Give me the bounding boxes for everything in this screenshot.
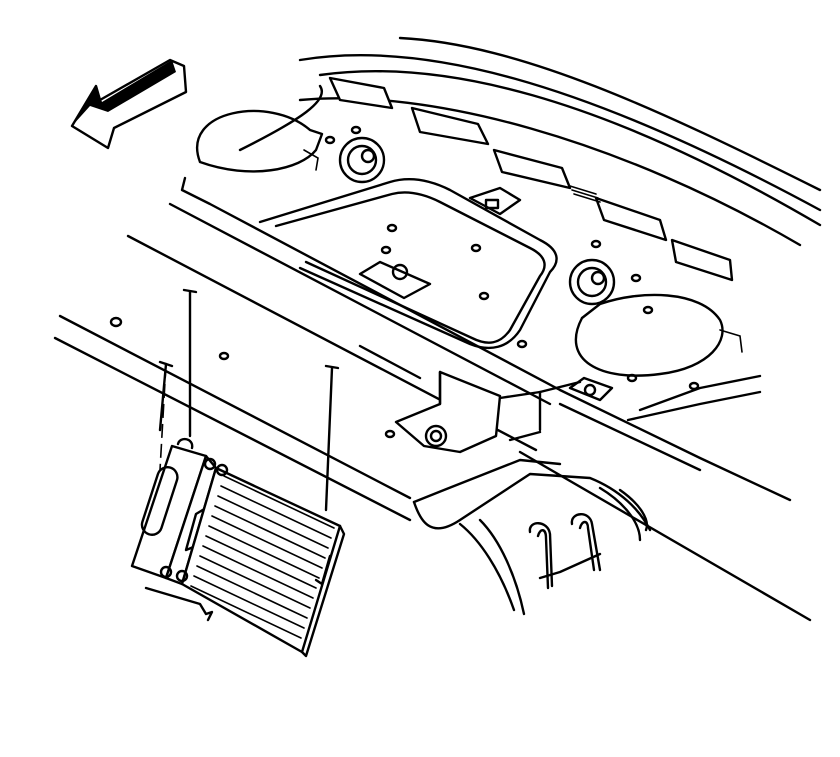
installation-guide-lines: [158, 288, 340, 512]
rear-crossmember: [358, 344, 812, 622]
amplifier-module: [130, 437, 346, 658]
mounting-bracket: [394, 370, 614, 454]
speaker-opening-right: [574, 293, 743, 377]
speaker-opening-left: [196, 109, 324, 173]
speaker-boss-left: [338, 136, 386, 184]
forward-direction-arrow-icon: [70, 58, 188, 150]
speaker-boss-right: [568, 258, 616, 306]
trunk-floor-recess: [258, 178, 558, 350]
speaker-vent-slots: [328, 76, 734, 282]
panel-holes: [109, 125, 700, 439]
trunk-floor-panel: [53, 176, 792, 522]
wheelhouse-panel: [412, 458, 652, 616]
